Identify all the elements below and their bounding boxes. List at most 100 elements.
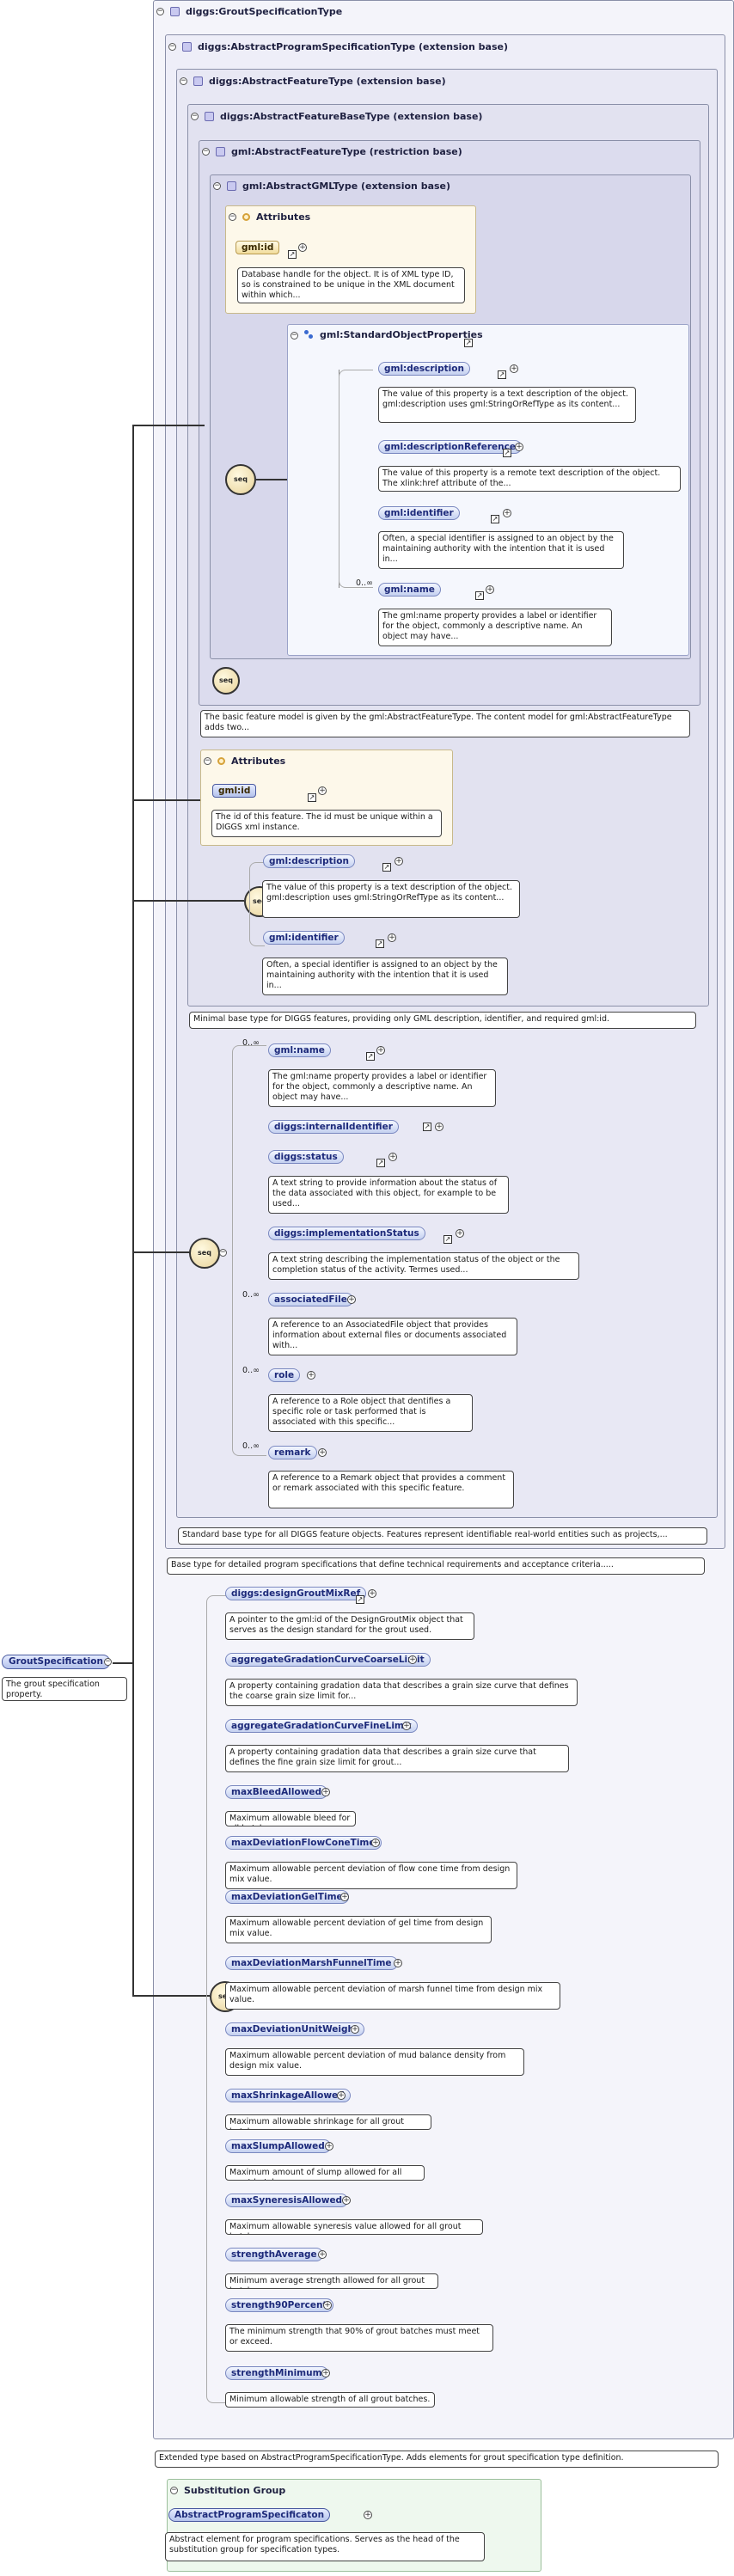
element-aggregategradationcurvefinelimit[interactable]: aggregateGradationCurveFineLimit	[225, 1719, 418, 1733]
element-gml-identifier[interactable]: gml:identifier	[263, 931, 345, 945]
element-maxbleedallowed[interactable]: maxBleedAllowed	[225, 1785, 328, 1799]
collapse-toggle-root[interactable]: −	[104, 1657, 112, 1666]
element-strength90percent[interactable]: strength90Percent	[225, 2298, 333, 2312]
element-maxsyneresisallowed[interactable]: maxSyneresisAllowed	[225, 2194, 349, 2207]
element-description: Often, a special identifier is assigned …	[378, 531, 624, 569]
element-diggs-implementation-status[interactable]: diggs:implementationStatus	[268, 1227, 425, 1240]
expand-icon[interactable]: +	[456, 1229, 464, 1238]
element-aggregategradationcurvecoarselimit[interactable]: aggregateGradationCurveCoarseLimit	[225, 1653, 431, 1667]
collapse-toggle-gml-gml[interactable]: −	[213, 181, 221, 190]
element-diggs-designgroutmixref[interactable]: diggs:designGroutMixRef	[225, 1587, 367, 1600]
link-icon[interactable]: ↗	[491, 515, 499, 523]
expand-icon[interactable]: +	[388, 1153, 397, 1161]
element-associated-file[interactable]: associatedFile	[268, 1293, 353, 1306]
link-icon[interactable]: ↗	[464, 339, 473, 347]
expand-icon[interactable]: +	[321, 1788, 330, 1796]
element-maxdeviationgeltime[interactable]: maxDeviationGelTime	[225, 1890, 349, 1904]
element-gml-name[interactable]: gml:name	[268, 1043, 331, 1057]
expand-icon[interactable]: +	[368, 1589, 376, 1598]
element-description: Maximum allowable percent deviation of m…	[225, 2048, 524, 2076]
expand-icon[interactable]: +	[337, 2091, 346, 2100]
expand-icon[interactable]: +	[307, 1371, 315, 1380]
expand-icon[interactable]: +	[321, 2369, 330, 2377]
element-maxdeviationmarshfunneltime[interactable]: maxDeviationMarshFunnelTime	[225, 1956, 398, 1970]
collapse-toggle-sequence[interactable]: −	[219, 1248, 227, 1257]
expand-icon[interactable]: +	[342, 2196, 351, 2205]
element-strengthaverage[interactable]: strengthAverage	[225, 2248, 323, 2261]
expand-icon[interactable]: +	[435, 1123, 443, 1131]
link-icon[interactable]: ↗	[376, 939, 384, 948]
element-maxdeviationflowconetime[interactable]: maxDeviationFlowConeTime	[225, 1836, 382, 1850]
expand-icon[interactable]: +	[325, 2142, 333, 2151]
expand-icon[interactable]: +	[298, 243, 307, 252]
grout-type-description: Extended type based on AbstractProgramSp…	[155, 2451, 719, 2468]
element-description: The value of this property is a remote t…	[378, 466, 681, 492]
element-diggs-status[interactable]: diggs:status	[268, 1150, 344, 1164]
element-maxdeviationunitweight[interactable]: maxDeviationUnitWeight	[225, 2022, 365, 2036]
connector-line	[132, 799, 205, 801]
multiplicity-label: 0..∞	[356, 578, 373, 588]
expand-icon[interactable]: +	[394, 1959, 402, 1967]
collapse-toggle-standard-props[interactable]: −	[291, 331, 298, 340]
attribute-gml-id[interactable]: gml:id	[212, 784, 257, 798]
gml-feature-description: The basic feature model is given by the …	[200, 710, 690, 737]
expand-icon[interactable]: +	[318, 2250, 327, 2259]
collapse-toggle-attributes[interactable]: −	[229, 212, 236, 221]
expand-icon[interactable]: +	[323, 2301, 332, 2310]
element-gml-name[interactable]: gml:name	[378, 583, 441, 597]
element-gml-description[interactable]: gml:description	[263, 854, 355, 868]
collapse-toggle-abstract-program[interactable]: −	[168, 42, 176, 51]
element-gml-description[interactable]: gml:description	[378, 362, 470, 376]
expand-icon[interactable]: +	[347, 1295, 356, 1304]
link-icon[interactable]: ↗	[356, 1595, 364, 1604]
expand-icon[interactable]: +	[408, 1655, 417, 1664]
element-role[interactable]: role	[268, 1368, 301, 1382]
link-icon[interactable]: ↗	[423, 1123, 431, 1131]
complex-type-icon	[170, 7, 180, 16]
expand-icon[interactable]: +	[402, 1722, 411, 1730]
expand-icon[interactable]: +	[318, 786, 327, 795]
collapse-toggle-gml-feature[interactable]: −	[202, 147, 210, 156]
link-icon[interactable]: ↗	[503, 449, 511, 457]
expand-icon[interactable]: +	[364, 2511, 372, 2519]
sequence-bracket	[249, 862, 265, 946]
expand-icon[interactable]: +	[510, 364, 518, 373]
expand-icon[interactable]: +	[395, 857, 403, 866]
link-icon[interactable]: ↗	[443, 1235, 452, 1244]
link-icon[interactable]: ↗	[382, 863, 391, 872]
sequence-compositor-icon[interactable]: seq	[212, 667, 240, 694]
element-diggs-internal-identifier[interactable]: diggs:internalIdentifier	[268, 1120, 399, 1134]
link-icon[interactable]: ↗	[366, 1052, 375, 1061]
link-icon[interactable]: ↗	[308, 793, 316, 802]
root-element-grout-specification[interactable]: GroutSpecification	[2, 1655, 110, 1669]
sequence-compositor-icon[interactable]: seq	[225, 464, 256, 495]
collapse-toggle-grout-spec[interactable]: −	[156, 7, 164, 15]
expand-icon[interactable]: +	[388, 933, 396, 942]
expand-icon[interactable]: +	[371, 1839, 380, 1847]
expand-icon[interactable]: +	[351, 2025, 359, 2034]
collapse-toggle-abstract-feature-base[interactable]: −	[191, 112, 199, 120]
link-icon[interactable]: ↗	[498, 370, 506, 379]
element-maxshrinkageallowed[interactable]: maxShrinkageAllowed	[225, 2089, 351, 2102]
element-maxslumpallowed[interactable]: maxSlumpAllowed	[225, 2139, 331, 2153]
sequence-compositor-icon[interactable]: seq	[189, 1238, 220, 1269]
element-strengthminimum[interactable]: strengthMinimum	[225, 2366, 328, 2380]
link-icon[interactable]: ↗	[376, 1159, 385, 1167]
link-icon[interactable]: ↗	[475, 591, 484, 600]
expand-icon[interactable]: +	[318, 1448, 327, 1457]
element-gml-description-reference[interactable]: gml:descriptionReference	[378, 440, 522, 454]
attribute-gml-id[interactable]: gml:id	[235, 241, 280, 254]
expand-icon[interactable]: +	[340, 1893, 349, 1901]
collapse-toggle-attributes[interactable]: −	[204, 756, 211, 765]
collapse-toggle-abstract-feature[interactable]: −	[180, 76, 187, 85]
expand-icon[interactable]: +	[515, 443, 523, 451]
element-gml-identifier[interactable]: gml:identifier	[378, 506, 460, 520]
collapse-toggle-substitution[interactable]: −	[170, 2486, 178, 2494]
expand-icon[interactable]: +	[486, 585, 494, 594]
sequence-bracket	[339, 370, 373, 588]
link-icon[interactable]: ↗	[288, 250, 297, 259]
element-remark[interactable]: remark	[268, 1446, 317, 1459]
expand-icon[interactable]: +	[376, 1046, 385, 1055]
expand-icon[interactable]: +	[503, 509, 511, 517]
element-abstract-program-specification[interactable]: AbstractProgramSpecificaton	[168, 2508, 331, 2522]
